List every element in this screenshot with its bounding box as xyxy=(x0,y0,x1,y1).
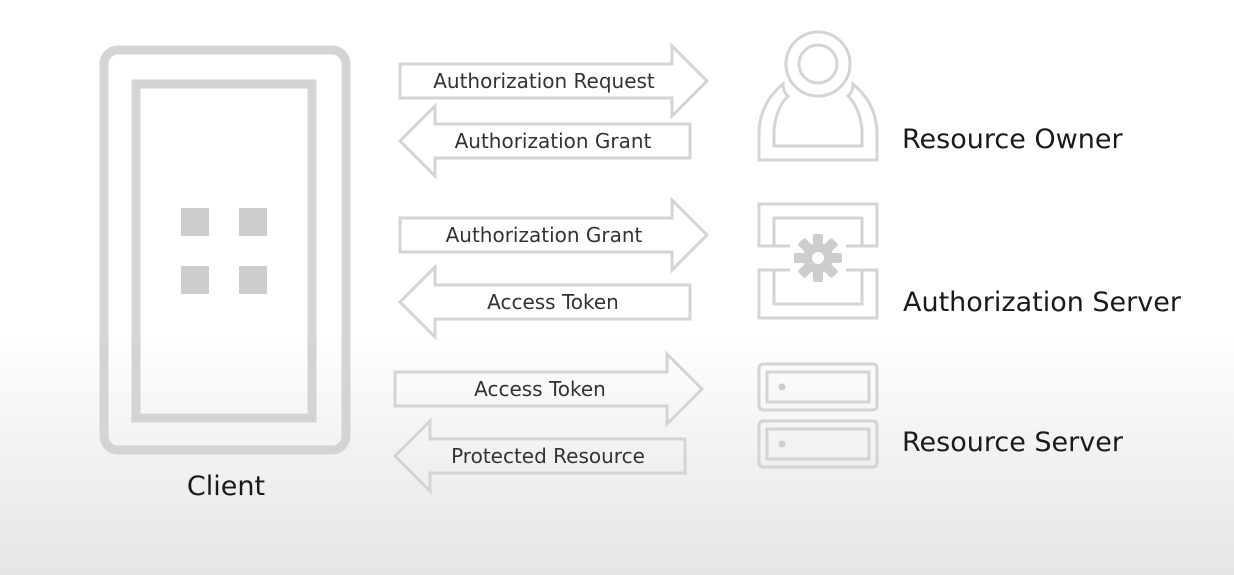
resource-server-label: Resource Server xyxy=(902,427,1124,458)
flow-arrow-access-token: Access Token xyxy=(393,350,705,428)
app-grid-icon xyxy=(181,208,267,294)
client-device-icon xyxy=(99,45,351,455)
gear-icon xyxy=(794,234,842,282)
flow-arrow-authorization-request: Authorization Request xyxy=(398,42,710,120)
flow-arrow-authorization-grant-back: Authorization Grant xyxy=(397,102,692,180)
resource-owner-label: Resource Owner xyxy=(902,124,1123,155)
flow-arrow-authorization-grant: Authorization Grant xyxy=(398,196,710,274)
client-label: Client xyxy=(187,471,265,502)
flow-label: Protected Resource xyxy=(451,444,645,468)
user-icon xyxy=(757,30,879,162)
flow-arrow-protected-resource: Protected Resource xyxy=(392,417,687,495)
database-server-icon xyxy=(757,362,879,469)
flow-label: Authorization Grant xyxy=(446,223,643,247)
gear-server-icon xyxy=(757,202,879,320)
flow-label: Authorization Grant xyxy=(455,129,652,153)
authorization-server-label: Authorization Server xyxy=(903,287,1182,318)
flow-label: Authorization Request xyxy=(433,69,655,93)
flow-label: Access Token xyxy=(487,290,619,314)
flow-label: Access Token xyxy=(474,377,606,401)
flow-arrow-access-token-back: Access Token xyxy=(397,263,692,341)
